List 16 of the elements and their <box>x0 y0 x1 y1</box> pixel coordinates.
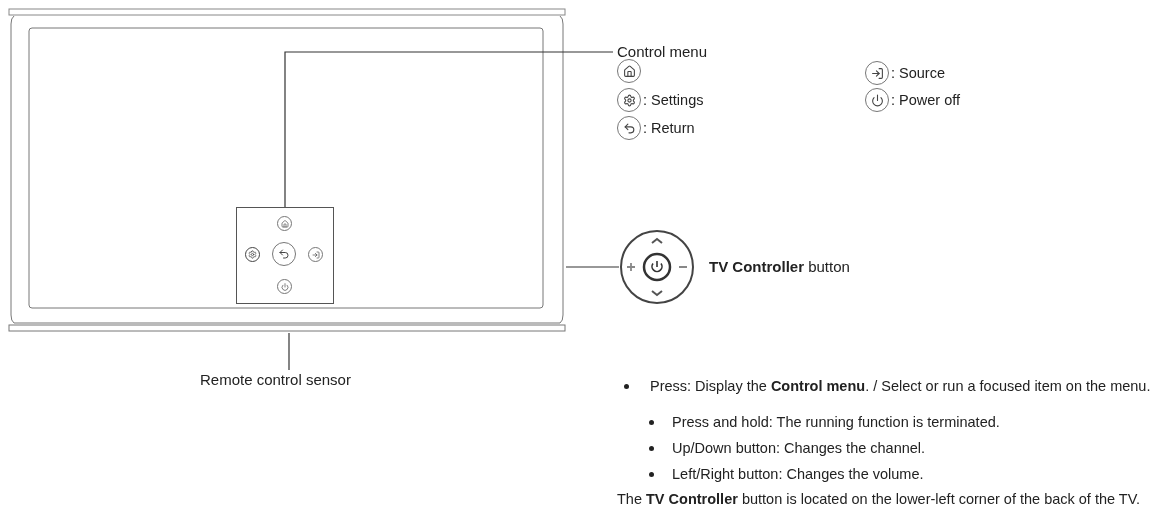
icon-description: : Return <box>643 119 695 138</box>
leader-line <box>288 332 290 371</box>
callout-label: Control menu <box>617 42 708 62</box>
icon-description: : Settings <box>643 91 704 110</box>
control-panel <box>236 207 334 304</box>
bullet-item: Left/Right button: Changes the volume. <box>645 464 1176 484</box>
icon-description: : Source <box>891 64 945 83</box>
callout-label: TV Controller button <box>709 257 850 277</box>
bullet-item: Press: Display the Control menu. / Select or run a focused item on the menu. <box>620 376 1176 396</box>
bullet-item: Up/Down button: Changes the channel. <box>645 438 1176 458</box>
callout-label: Remote control sensor <box>200 370 351 390</box>
bullet-item: Press and hold: The running function is terminated. <box>645 412 1176 432</box>
leader-line <box>565 266 620 268</box>
leader-line <box>284 51 614 208</box>
note-text: The TV Controller button is located on the lower-left corner of the back of the TV. <box>617 490 1142 509</box>
icon-description: : Power off <box>891 91 961 110</box>
